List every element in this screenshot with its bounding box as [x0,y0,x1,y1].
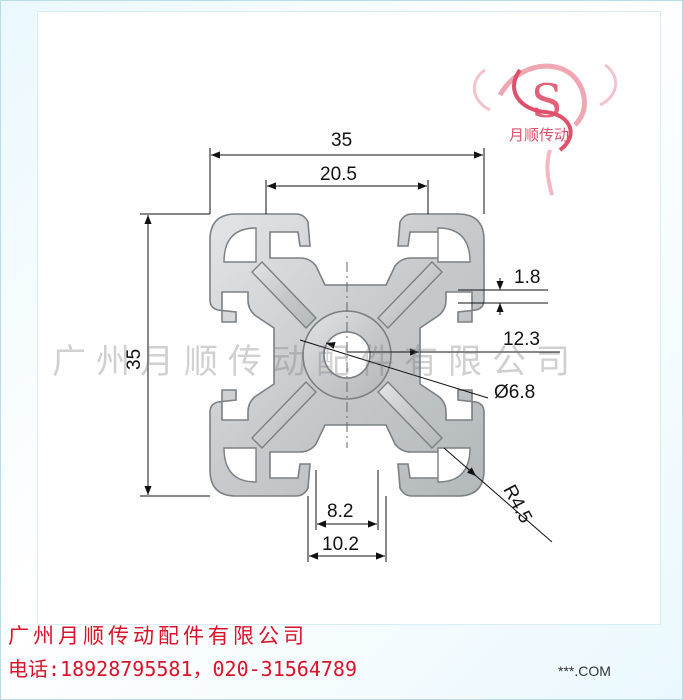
phone-number: 电话:18928795581，020-31564789 [8,657,357,681]
dim-overall-height: 35 [124,349,145,370]
dimension-slot-span [265,180,429,214]
dim-radius: R4.5 [499,481,536,526]
site-stamp: ***.COM [558,663,611,679]
logo-mark: S [531,74,563,128]
dim-slot-width: 10.2 [322,534,359,555]
dim-inner: 12.3 [503,329,540,350]
dimension-slot-opening [315,470,379,530]
dimension-overall-height [140,213,210,497]
dimension-wall [458,278,548,315]
watermark-text: 广州月顺传动配件有限公司 [52,342,580,382]
dimension-bore [299,339,489,399]
dim-bore: Ø6.8 [494,382,535,403]
logo-name: 月顺传动 [509,126,569,144]
dim-slot-span: 20.5 [320,164,357,185]
dimension-slot-width [307,496,387,562]
dim-slot-opening: 8.2 [327,501,353,522]
company-name: 广州月顺传动配件有限公司 [8,624,308,648]
dimension-overall-width [209,148,485,214]
dim-wall: 1.8 [514,267,540,288]
dimension-radius [443,447,553,543]
dim-overall-width: 35 [331,130,352,151]
brand-logo: S 月顺传动 [472,63,618,196]
